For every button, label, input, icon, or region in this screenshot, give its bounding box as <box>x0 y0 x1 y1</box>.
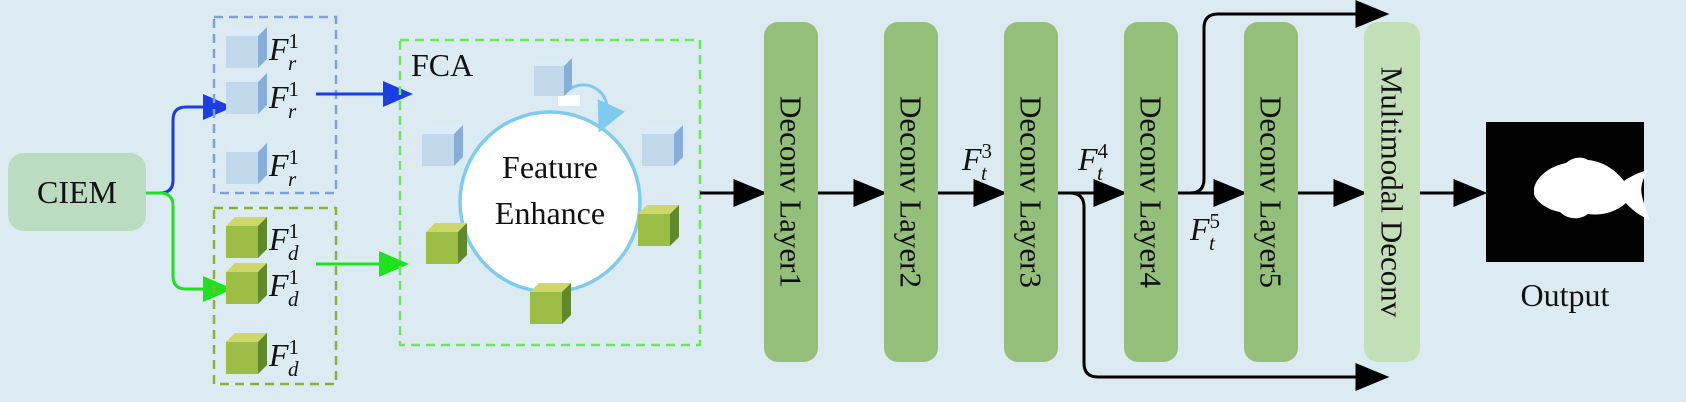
deconv-layer-label: Deconv Layer4 <box>1134 96 1169 288</box>
math-sub: t <box>1097 161 1104 185</box>
ciem-to-rgb-arrow <box>146 94 233 195</box>
fish-silhouette <box>1534 157 1650 220</box>
multimodal-deconv-block <box>1364 22 1420 362</box>
deconv-layer-label: Deconv Layer2 <box>894 96 929 288</box>
math-sub: t <box>1209 231 1216 255</box>
math-sub: d <box>288 241 299 265</box>
math-base: F <box>268 337 289 373</box>
math-sup: 4 <box>1098 139 1109 163</box>
skip-layer4-to-multimodal-arrow <box>1180 0 1390 195</box>
ciem-block <box>8 153 146 231</box>
math-sup: 1 <box>289 29 300 53</box>
skip-layer3-to-multimodal-arrow <box>1060 191 1390 391</box>
fca-cube-group <box>422 58 683 324</box>
rgb-feature-cube <box>226 27 267 68</box>
multimodal-deconv-label: Multimodal Deconv <box>1375 67 1410 318</box>
deconv-layer-label: Deconv Layer5 <box>1254 96 1289 288</box>
ciem-label: CIEM <box>37 174 117 210</box>
output-label: Output <box>1521 277 1610 313</box>
deconv-layer-label: Deconv Layer1 <box>774 96 809 288</box>
rgb-feature-box <box>212 15 338 195</box>
fca-label: FCA <box>411 47 473 83</box>
math-sub: t <box>981 161 988 185</box>
math-base: F <box>268 267 289 303</box>
feature-enhance-line1: Feature <box>502 149 598 185</box>
math-base: F <box>268 79 289 115</box>
math-base: F <box>961 141 982 177</box>
rgb-feature-cube <box>226 143 267 184</box>
deconv-layer-group: Deconv Layer1 Deconv Layer2 Deconv Layer3 D… <box>764 22 1298 362</box>
depth-cube-group <box>226 217 267 374</box>
depth-feature-cube <box>226 333 267 374</box>
math-sup: 5 <box>1210 209 1221 233</box>
math-sub: r <box>288 51 297 75</box>
math-sup: 1 <box>289 265 300 289</box>
math-sub: r <box>288 167 297 191</box>
math-base: F <box>1077 141 1098 177</box>
fca-blue-cube <box>534 58 572 96</box>
fca-green-cube <box>426 223 467 264</box>
fca-blue-cube <box>642 125 683 166</box>
rgb-feature-cube <box>226 73 267 114</box>
math-base: F <box>268 221 289 257</box>
math-sup: 1 <box>289 145 300 169</box>
math-sup: 1 <box>289 77 300 101</box>
rgb-cube-group <box>226 27 267 184</box>
deconv-layer-block <box>1244 22 1298 362</box>
deconv-layer-label: Deconv Layer3 <box>1014 96 1049 288</box>
ciem-to-depth-arrow <box>146 191 233 302</box>
deconv-layer-1: Deconv Layer1 <box>764 22 818 362</box>
deconv-layer-block <box>1124 22 1178 362</box>
deconv-layer-block <box>764 22 818 362</box>
math-sup: 3 <box>982 139 993 163</box>
fca-blue-cube <box>422 125 463 166</box>
depth-feature-cube <box>226 217 267 258</box>
deconv-layer-4: Deconv Layer4 <box>1124 22 1178 362</box>
deconv-layer-block <box>1004 22 1058 362</box>
math-base: F <box>268 147 289 183</box>
deconv-layer-5: Deconv Layer5 <box>1244 22 1298 362</box>
math-base: F <box>1189 211 1210 247</box>
depth-feature-box <box>212 206 338 386</box>
fca-green-cube <box>530 283 571 324</box>
feature-enhance-line2: Enhance <box>495 195 605 231</box>
math-sup: 1 <box>289 219 300 243</box>
circle-gap <box>558 95 580 106</box>
math-sub: r <box>288 99 297 123</box>
math-sub: d <box>288 357 299 381</box>
deconv-layer-2: Deconv Layer2 <box>884 22 938 362</box>
deconv-layer-block <box>884 22 938 362</box>
math-sup: 1 <box>289 335 300 359</box>
math-base: F <box>268 31 289 67</box>
depth-feature-cube <box>226 263 267 304</box>
fca-green-cube <box>638 205 679 246</box>
math-sub: d <box>288 287 299 311</box>
deconv-layer-3: Deconv Layer3 <box>1004 22 1058 362</box>
